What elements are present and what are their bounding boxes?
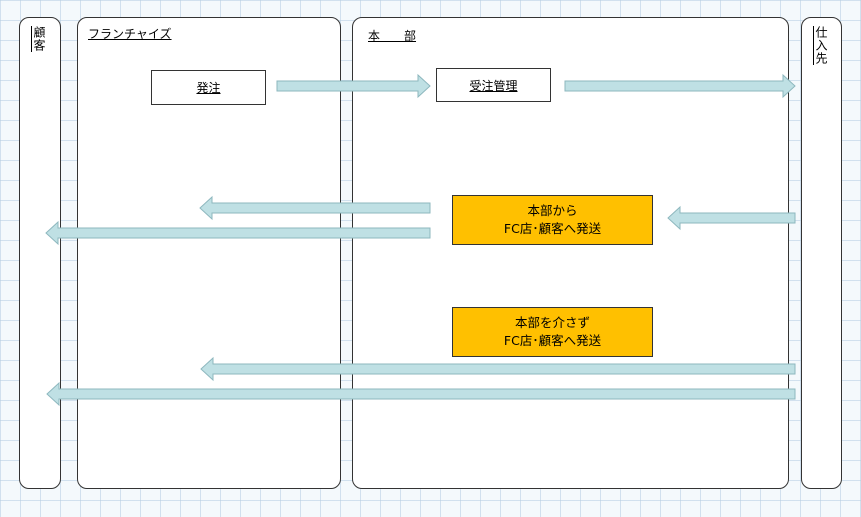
lane-franchise-title: フランチャイズ	[88, 27, 172, 41]
hq-shipping-box: 本部から FC店･顧客へ発送	[452, 195, 653, 245]
arrow-hq-to-franchise	[199, 195, 431, 221]
arrow-supplier-to-franchise	[200, 356, 796, 382]
lane-customer: 顧客	[19, 17, 61, 489]
order-box[interactable]: 発注	[151, 70, 266, 105]
lane-headquarters: 本 部	[352, 17, 789, 489]
lane-customer-title: 顧客	[32, 26, 46, 52]
order-management-box[interactable]: 受注管理	[436, 68, 551, 102]
order-management-label[interactable]: 受注管理	[469, 78, 518, 93]
hq-shipping-line2: FC店･顧客へ発送	[503, 221, 602, 236]
arrow-supplier-to-customer	[46, 381, 796, 407]
direct-shipping-line1: 本部を介さず	[514, 315, 590, 330]
direct-shipping-box: 本部を介さず FC店･顧客へ発送	[452, 307, 653, 357]
lane-supplier-title: 仕入先	[814, 26, 828, 65]
lane-headquarters-title: 本 部	[368, 29, 417, 43]
lane-supplier: 仕入先	[801, 17, 842, 489]
arrow-hq-to-supplier	[564, 73, 796, 99]
arrow-supplier-to-hq	[667, 205, 796, 231]
lane-franchise: フランチャイズ	[77, 17, 341, 489]
arrow-order-to-hq	[276, 73, 431, 99]
direct-shipping-line2: FC店･顧客へ発送	[503, 333, 602, 348]
hq-shipping-line1: 本部から	[527, 203, 578, 218]
order-label[interactable]: 発注	[196, 81, 221, 95]
arrow-hq-to-customer	[45, 220, 431, 246]
